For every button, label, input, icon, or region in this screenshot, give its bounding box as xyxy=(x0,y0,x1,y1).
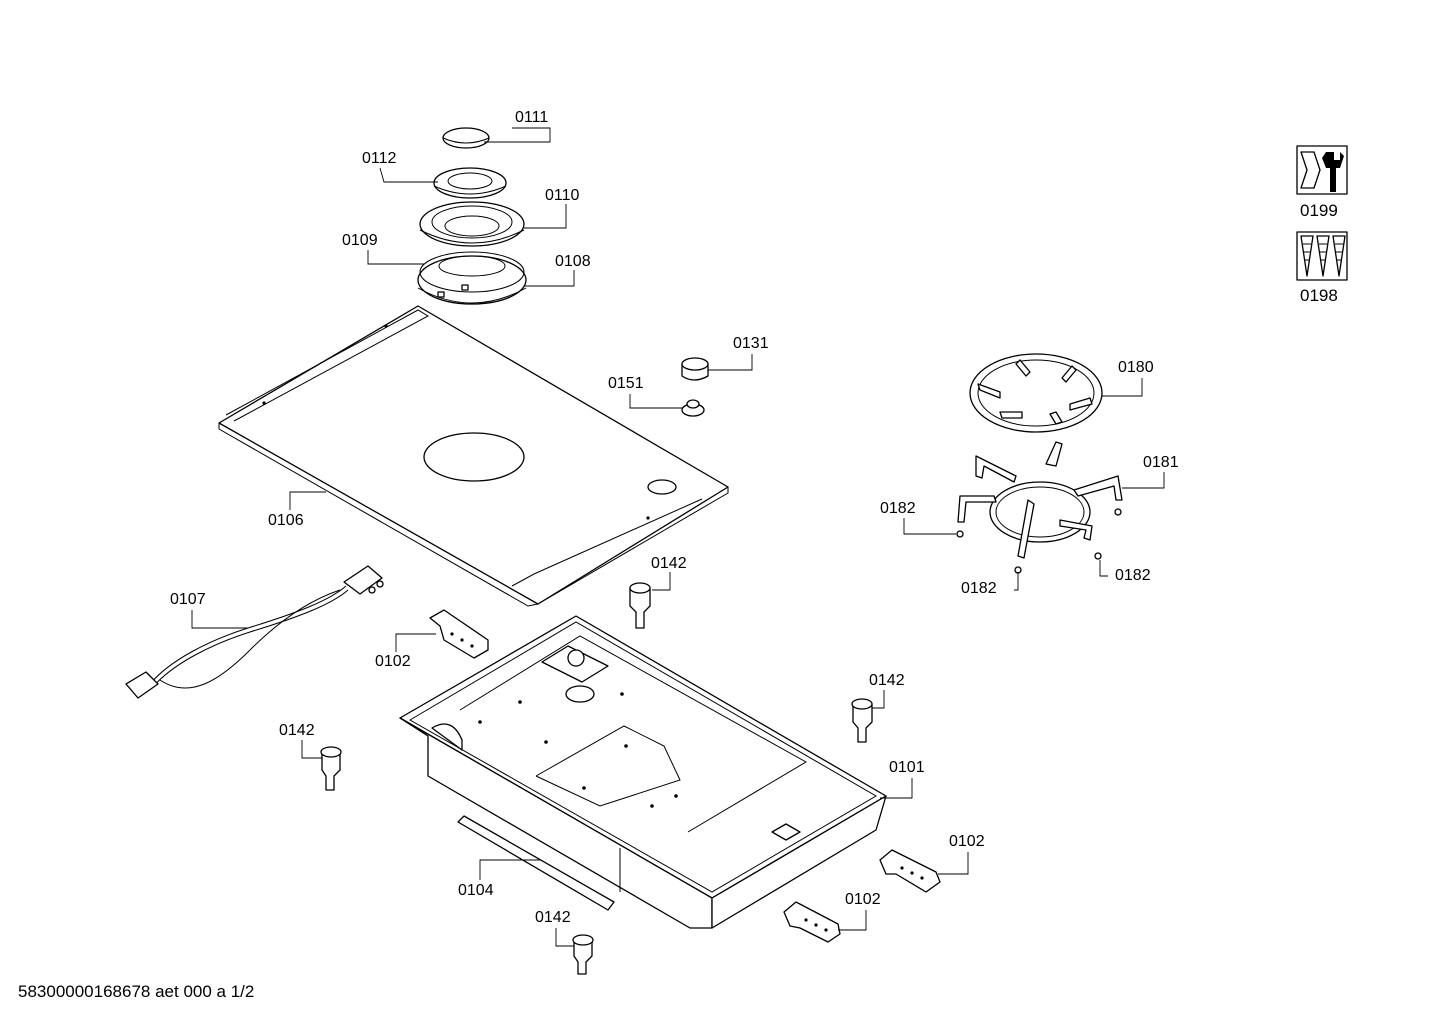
callout-0107: 0107 xyxy=(170,591,206,608)
mounting-clamp-a xyxy=(429,609,489,659)
foot-b xyxy=(851,698,873,743)
callout-0182-b: 0182 xyxy=(961,580,997,597)
callout-0182-a: 0182 xyxy=(880,500,916,517)
power-cable xyxy=(125,565,384,699)
burner-ring-small xyxy=(433,167,507,199)
callout-0182-c: 0182 xyxy=(1115,567,1151,584)
burner-ring-large xyxy=(419,201,525,247)
leader-lines xyxy=(191,127,1165,947)
mounting-clamp-c xyxy=(783,901,841,943)
callout-0104: 0104 xyxy=(458,882,494,899)
kit-0199-box xyxy=(1296,145,1348,195)
callout-0142-c: 0142 xyxy=(279,722,315,739)
callout-0111: 0111 xyxy=(515,109,549,126)
kit-0198-box xyxy=(1296,231,1348,281)
foot-c xyxy=(320,746,342,791)
knob-seal xyxy=(681,399,705,417)
document-id: 58300000168678 aet 000 a 1/2 xyxy=(18,982,255,1001)
mounting-clamp-b xyxy=(879,849,941,893)
callout-0109: 0109 xyxy=(342,232,378,249)
pan-support-upper xyxy=(969,353,1103,433)
callout-0110: 0110 xyxy=(545,187,580,204)
rubber-feet xyxy=(956,508,1122,574)
callout-0101: 0101 xyxy=(889,759,925,776)
pan-support-lower xyxy=(957,441,1123,559)
callout-0131: 0131 xyxy=(733,335,769,352)
burner-cap xyxy=(442,127,490,149)
foot-d xyxy=(572,934,594,975)
callout-0112: 0112 xyxy=(362,150,397,167)
callout-0102-a: 0102 xyxy=(375,653,411,670)
top-plate xyxy=(218,305,729,607)
kit-0199-label: 0199 xyxy=(1300,201,1338,220)
kit-0198-label: 0198 xyxy=(1300,286,1338,305)
callout-0102-b: 0102 xyxy=(949,833,985,850)
callout-0102-c: 0102 xyxy=(845,891,881,908)
callout-0142-d: 0142 xyxy=(535,909,571,926)
base-housing xyxy=(399,615,887,929)
callout-0151: 0151 xyxy=(608,375,644,392)
burner-base xyxy=(417,251,527,305)
control-knob xyxy=(681,357,709,381)
callout-0108: 0108 xyxy=(555,253,591,270)
callout-0180: 0180 xyxy=(1118,359,1154,376)
callout-0142-b: 0142 xyxy=(869,672,905,689)
callout-0106: 0106 xyxy=(268,512,304,529)
callout-0181: 0181 xyxy=(1143,454,1179,471)
foot-a xyxy=(629,582,651,629)
callout-0142-a: 0142 xyxy=(651,555,687,572)
sealing-strip xyxy=(457,815,615,911)
